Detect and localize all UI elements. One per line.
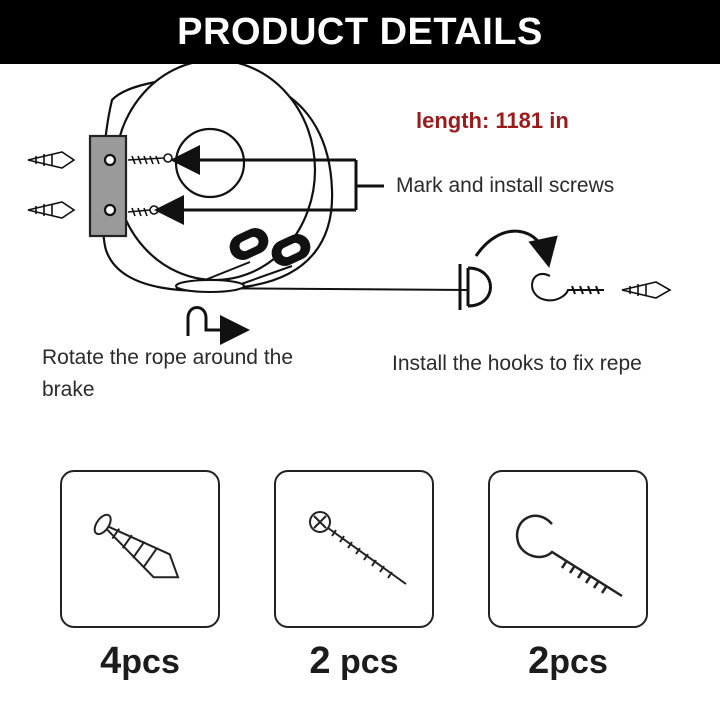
step-mark-label: Mark and install screws [396,174,615,197]
hook-anchor-icon [621,281,672,299]
quantity-screw: 2 pcs [309,640,399,682]
step-hooks-label: Install the hooks to fix repe [392,352,642,375]
quantity-anchor: 4pcs [100,640,180,682]
screw-hook-icon [515,514,623,598]
part-card-hook [488,470,648,628]
wall-anchor-icon [27,151,76,219]
screw-icon [309,511,407,585]
length-label: length: 1181 in [416,108,569,133]
reel-icon [88,64,334,292]
wall-anchor-icon [93,513,180,579]
page-title: PRODUCT DETAILS [0,0,720,64]
screw-hook-icon [531,273,604,302]
step-rotate-label: Rotate the rope around the brake [42,346,294,401]
mark-screws-arrows [154,145,384,225]
part-card-anchor [60,470,220,628]
quantity-hook: 2pcs [528,640,608,682]
rope-guide-icon [229,228,311,266]
d-ring-icon [458,264,492,310]
curved-arrow-icon [474,229,558,268]
rotate-arrow-icon [186,306,250,345]
installation-diagram [27,64,672,345]
part-card-screw [274,470,434,628]
